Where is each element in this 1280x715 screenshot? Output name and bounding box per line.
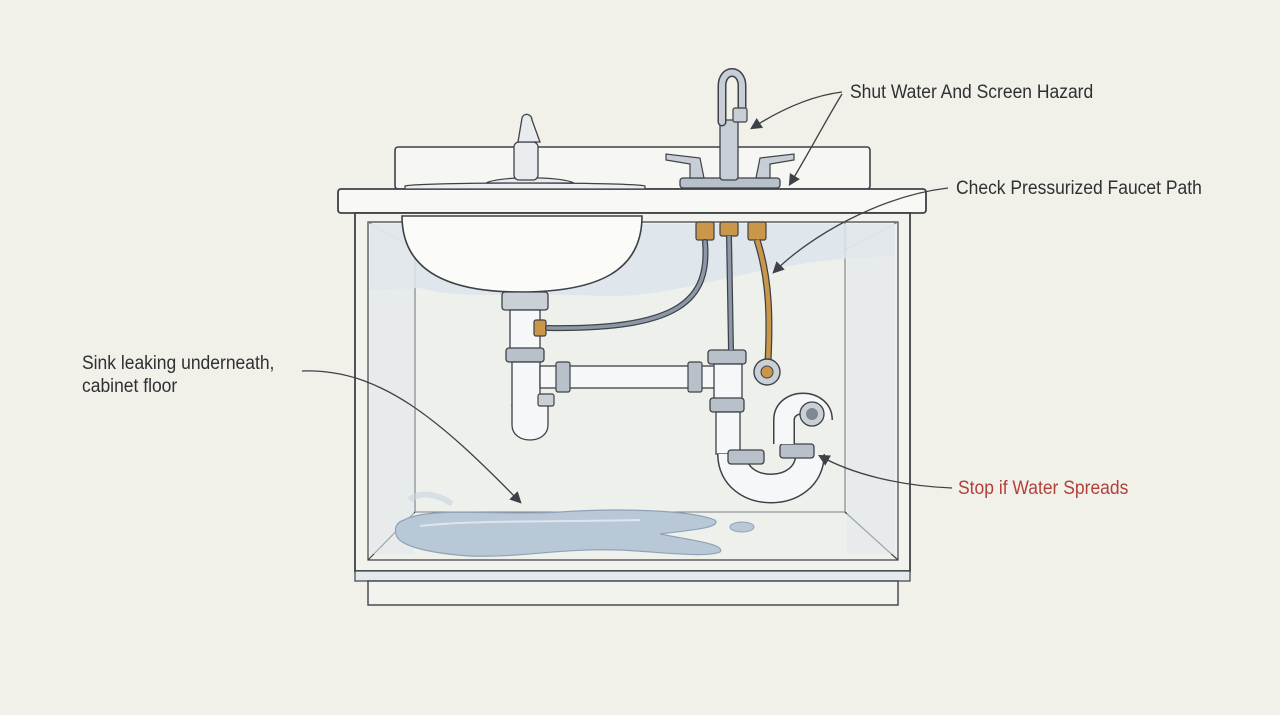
cabinet-bottom-trim — [354, 570, 911, 582]
cabinet-left-shade — [370, 224, 414, 554]
leader-shut-to-handle — [788, 93, 843, 186]
horizontal-drain-pipe — [539, 361, 717, 393]
drain-assembly — [501, 291, 555, 441]
faucet-icon-left — [485, 113, 575, 184]
annotation-shut-water: Shut Water And Screen Hazard — [850, 82, 1094, 103]
annotation-check-faucet: Check Pressurized Faucet Path — [956, 178, 1202, 199]
leader-shut-to-faucet — [750, 91, 843, 130]
sink-rim — [404, 182, 646, 190]
annotation-sink-leak: Sink leaking underneath, cabinet floor — [82, 352, 274, 398]
leader-sink-to-puddle — [301, 370, 522, 504]
leader-check-to-hose — [772, 187, 949, 274]
cabinet-right-shade — [847, 224, 895, 554]
annotation-sink-leak-line1: Sink leaking underneath, — [82, 353, 275, 374]
supply-hose-icon — [545, 221, 781, 386]
annotation-sink-leak-line2: cabinet floor — [82, 376, 178, 397]
p-trap-icon — [707, 349, 833, 504]
countertop — [337, 188, 927, 214]
leader-stop-to-trap — [817, 454, 953, 489]
water-puddle-icon — [394, 491, 755, 557]
faucet-icon — [665, 68, 795, 189]
annotation-stop-spread: Stop if Water Spreads — [958, 478, 1129, 499]
toe-kick — [367, 580, 899, 606]
